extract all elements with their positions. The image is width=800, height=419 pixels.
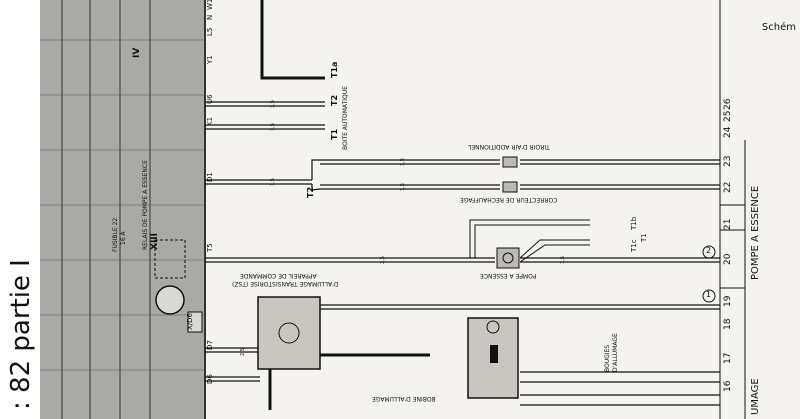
col-num: 21 bbox=[723, 218, 733, 230]
section-left-label: UMAGE bbox=[750, 378, 761, 415]
fuel-pump-label: POMPE A ESSENCE bbox=[480, 272, 537, 279]
col-num: 19 bbox=[723, 295, 733, 307]
wire-size: 1,5 bbox=[560, 256, 566, 264]
terminal-label: N bbox=[206, 14, 214, 20]
wire-size: 1,5 bbox=[270, 123, 276, 131]
wire-size: 2,5 bbox=[380, 256, 386, 264]
title-text: 82 partie I bbox=[6, 259, 36, 393]
col-num: 23 bbox=[723, 155, 733, 167]
wire-size: 2,5 bbox=[240, 348, 246, 356]
col-num: 25 bbox=[723, 110, 733, 122]
circle-number: 2 bbox=[706, 246, 712, 255]
col-num: 16 bbox=[723, 380, 733, 392]
corner-label: Schém bbox=[761, 22, 796, 33]
fuse-label-1: FUSIBLE 22 bbox=[112, 217, 119, 252]
terminal-label: T5 bbox=[206, 243, 214, 252]
relay-box-label: X/D6 bbox=[186, 313, 194, 330]
terminal-label: L5 bbox=[206, 27, 214, 36]
relay-panel bbox=[40, 0, 205, 419]
ignition-unit-label-1: APPAREIL DE COMMANDE bbox=[240, 272, 317, 279]
heater-label: CORRECTEUR DE RECHAUFFAGE bbox=[460, 196, 558, 203]
col-num: 18 bbox=[723, 318, 733, 330]
fuse-label-2: 16 A bbox=[120, 231, 127, 245]
terminal-label: K1 bbox=[206, 116, 214, 126]
gearbox-label: BOITE AUTOMATIQUE bbox=[342, 86, 349, 150]
connector-tag: T1 bbox=[330, 128, 339, 140]
terminal-label: W1 bbox=[206, 0, 214, 10]
terminal-label: D1 bbox=[206, 172, 214, 182]
relay-label: RELAIS DE POMPE A ESSENCE bbox=[142, 160, 149, 250]
circle-number: 1 bbox=[706, 290, 712, 299]
connector-tag: T1c bbox=[630, 239, 638, 252]
connector-tag: T2 bbox=[330, 94, 339, 106]
wire-size: 1,5 bbox=[400, 158, 406, 166]
left-margin bbox=[0, 0, 40, 419]
relay-roman: XIII bbox=[150, 233, 160, 250]
ignition-unit-label-2: D'ALLUMAGE TRANSISTORISE (TSZ) bbox=[232, 280, 339, 287]
extra-air-label: TIROIR D'AIR ADDITIONNEL bbox=[468, 143, 550, 150]
spark-label-1: BOUGIES bbox=[604, 344, 611, 372]
connector-tag: T1a bbox=[330, 61, 339, 78]
spark-label-2: D'ALLUMAGE bbox=[612, 333, 619, 372]
connector-tag: T1 bbox=[640, 233, 648, 242]
col-num: 24 bbox=[723, 126, 733, 138]
col-num: 17 bbox=[723, 352, 733, 364]
terminal-label: D6 bbox=[206, 374, 214, 384]
connector-tag: T2 bbox=[306, 186, 315, 198]
connector-tag: T1b bbox=[630, 216, 638, 230]
terminal-label: U6 bbox=[206, 94, 214, 104]
terminal-label: Y1 bbox=[206, 55, 214, 64]
terminal-label: D7 bbox=[206, 340, 214, 350]
col-num: 26 bbox=[723, 98, 733, 110]
wire-size: 1,5 bbox=[400, 183, 406, 191]
col-num: 20 bbox=[723, 253, 733, 265]
title-prefix: : bbox=[6, 401, 36, 410]
wire-size: 1,5 bbox=[270, 178, 276, 186]
page-title: : 82 partie I bbox=[6, 259, 36, 410]
coil-label: BOBINE D'ALLUMAGE bbox=[372, 395, 436, 402]
col-num: 22 bbox=[723, 181, 733, 193]
wire-size: 1,5 bbox=[270, 100, 276, 108]
relay-roman-2: IV bbox=[132, 47, 142, 58]
section-pump-label: POMPE A ESSENCE bbox=[750, 185, 761, 280]
